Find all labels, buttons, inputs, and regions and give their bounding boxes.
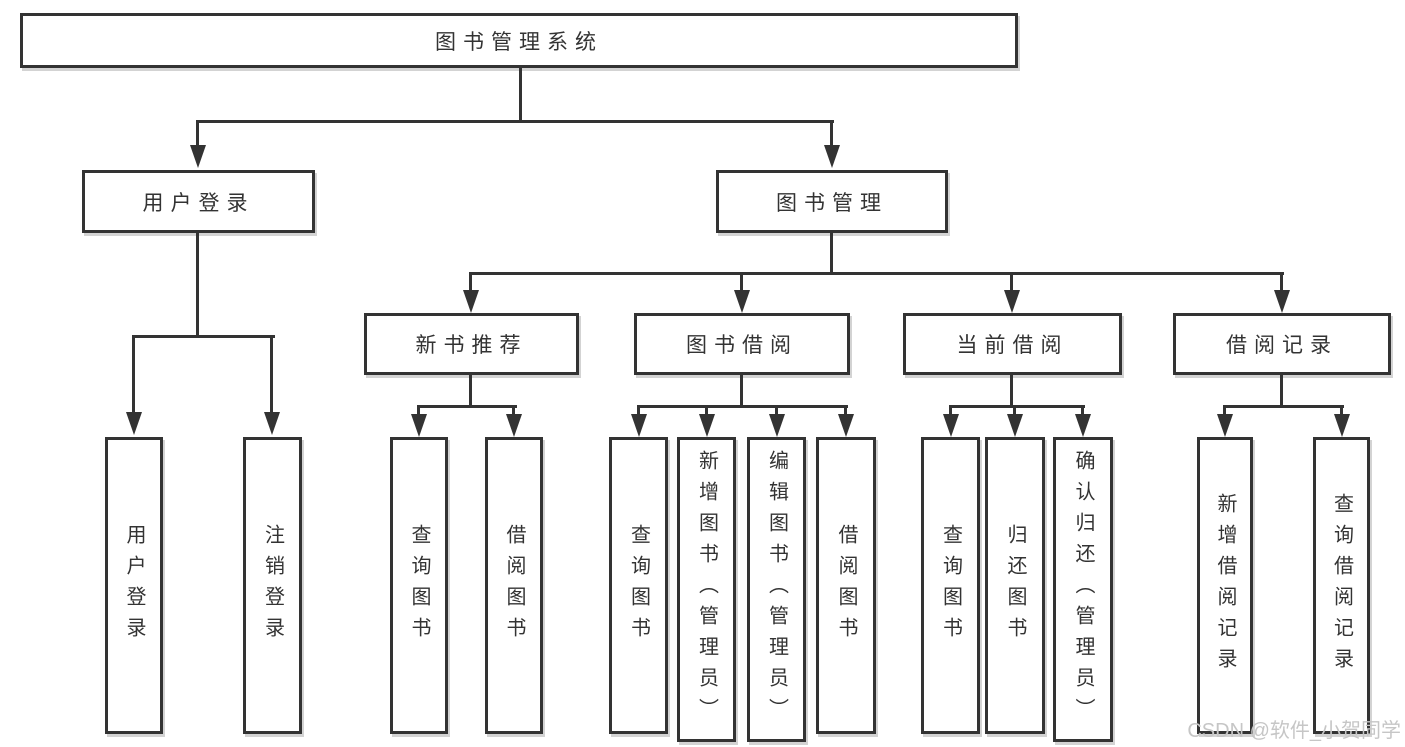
node-current-borrow: 当前借阅 xyxy=(903,313,1122,375)
connector-line xyxy=(949,405,1085,408)
node-user-login-label: 用户登录 xyxy=(142,191,255,215)
node-br-add-record-label: 新增借阅记录 xyxy=(1214,492,1236,679)
watermark: CSDN @软件_小贺同学 xyxy=(1187,720,1401,742)
node-current-borrow-label: 当前借阅 xyxy=(956,334,1069,357)
connector-line xyxy=(1013,405,1016,415)
node-br-query-record-label: 查询借阅记录 xyxy=(1330,492,1353,679)
node-cb-return-books-label: 归还图书 xyxy=(1004,523,1026,648)
node-cb-query-books: 查询图书 xyxy=(921,437,980,734)
connector-arrow-down xyxy=(506,414,522,437)
node-nb-borrow-books: 借阅图书 xyxy=(485,437,543,734)
connector-line xyxy=(519,68,522,123)
connector-arrow-down xyxy=(824,145,840,168)
connector-arrow-down xyxy=(1004,290,1020,313)
node-new-book-rec: 新书推荐 xyxy=(364,313,579,375)
node-nb-query-books-label: 查询图书 xyxy=(408,523,430,648)
node-new-book-rec-label: 新书推荐 xyxy=(415,334,528,357)
connector-line xyxy=(1280,375,1283,408)
node-user-login: 用户登录 xyxy=(82,170,315,233)
node-bb-borrow-books-label: 借阅图书 xyxy=(835,523,857,648)
connector-line xyxy=(469,272,472,291)
node-br-add-record: 新增借阅记录 xyxy=(1197,437,1253,734)
connector-arrow-down xyxy=(838,414,854,437)
connector-arrow-down xyxy=(126,412,142,435)
node-borrow-records: 借阅记录 xyxy=(1173,313,1391,375)
connector-arrow-down xyxy=(943,414,959,437)
node-leaf-logout-label: 注销登录 xyxy=(261,523,284,648)
node-bb-borrow-books: 借阅图书 xyxy=(816,437,876,734)
connector-arrow-down xyxy=(1334,414,1350,437)
node-leaf-logout: 注销登录 xyxy=(243,437,302,734)
node-bb-query-books-label: 查询图书 xyxy=(627,523,650,648)
connector-line xyxy=(417,405,420,415)
node-borrow-records-label: 借阅记录 xyxy=(1226,334,1338,357)
connector-line xyxy=(637,405,640,415)
connector-line xyxy=(1010,375,1013,408)
node-cb-confirm-return-admin: 确认归还（管理员） xyxy=(1053,437,1113,742)
connector-line xyxy=(775,405,778,415)
connector-line xyxy=(132,335,135,413)
connector-arrow-down xyxy=(411,414,427,437)
node-book-borrow-label: 图书借阅 xyxy=(686,334,798,357)
connector-line xyxy=(1280,272,1283,291)
connector-line xyxy=(512,405,515,415)
node-book-mgmt-label: 图书管理 xyxy=(776,191,888,215)
connector-arrow-down xyxy=(1274,290,1290,313)
node-nb-query-books: 查询图书 xyxy=(390,437,448,734)
connector-line xyxy=(830,233,833,275)
connector-arrow-down xyxy=(699,414,715,437)
connector-line xyxy=(132,335,275,338)
connector-line xyxy=(417,405,517,408)
connector-arrow-down xyxy=(1217,414,1233,437)
node-bb-query-books: 查询图书 xyxy=(609,437,668,734)
node-bb-add-books-admin-label: 新增图书（管理员） xyxy=(695,450,718,729)
node-bb-add-books-admin: 新增图书（管理员） xyxy=(677,437,736,742)
connector-line xyxy=(844,405,847,415)
connector-arrow-down xyxy=(1007,414,1023,437)
node-leaf-user-login-label: 用户登录 xyxy=(123,523,145,648)
node-bb-edit-books-admin: 编辑图书（管理员） xyxy=(747,437,806,742)
connector-arrow-down xyxy=(631,414,647,437)
connector-arrow-down xyxy=(264,412,280,435)
connector-arrow-down xyxy=(769,414,785,437)
connector-line xyxy=(469,272,1284,275)
connector-line xyxy=(196,233,199,338)
node-nb-borrow-books-label: 借阅图书 xyxy=(503,523,525,648)
connector-line xyxy=(469,375,472,408)
connector-line xyxy=(1081,405,1084,415)
connector-arrow-down xyxy=(463,290,479,313)
connector-arrow-down xyxy=(734,290,750,313)
node-br-query-record: 查询借阅记录 xyxy=(1313,437,1370,734)
connector-line xyxy=(196,120,199,146)
connector-line xyxy=(1223,405,1226,415)
node-leaf-user-login: 用户登录 xyxy=(105,437,163,734)
connector-line xyxy=(196,120,834,123)
node-book-borrow: 图书借阅 xyxy=(634,313,850,375)
connector-line xyxy=(830,120,833,146)
connector-line xyxy=(637,405,848,408)
connector-line xyxy=(1340,405,1343,415)
node-cb-return-books: 归还图书 xyxy=(985,437,1045,734)
node-root-label: 图书管理系统 xyxy=(435,30,603,54)
connector-line xyxy=(740,375,743,408)
connector-line xyxy=(1010,272,1013,291)
node-book-mgmt: 图书管理 xyxy=(716,170,948,233)
node-cb-query-books-label: 查询图书 xyxy=(939,523,962,648)
connector-line xyxy=(270,335,273,413)
node-root: 图书管理系统 xyxy=(20,13,1018,68)
connector-line xyxy=(740,272,743,291)
connector-line xyxy=(705,405,708,415)
connector-arrow-down xyxy=(1075,414,1091,437)
connector-line xyxy=(949,405,952,415)
connector-line xyxy=(1223,405,1344,408)
node-bb-edit-books-admin-label: 编辑图书（管理员） xyxy=(765,450,788,729)
node-cb-confirm-return-admin-label: 确认归还（管理员） xyxy=(1072,450,1094,729)
connector-arrow-down xyxy=(190,145,206,168)
